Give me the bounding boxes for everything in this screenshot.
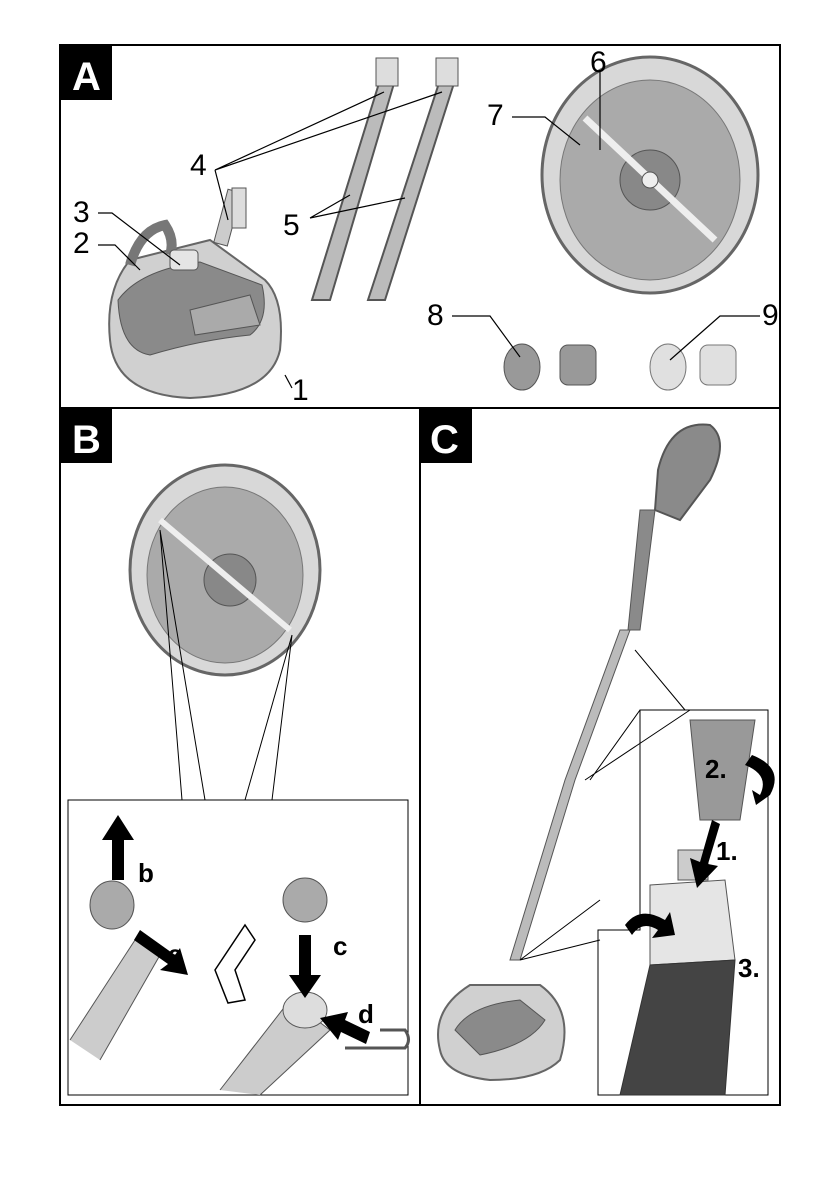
step-1-label: 1. [716,836,738,866]
cleaner-underside-illustration [540,55,760,295]
step-a-label: a [168,939,183,969]
panel-a-badge [60,45,112,100]
direction-arrows [102,815,370,1044]
callout-5: 5 [283,209,300,242]
callout-6: 6 [590,46,607,79]
panel-c-letter: C [430,418,459,462]
arrow-up-icon [102,815,134,880]
assembled-cleaner-illustration [437,423,721,1082]
step-2-label: 2. [705,754,727,784]
callout-8: 8 [427,299,444,332]
panel-c-badge [420,408,472,463]
rotate-arrow-icon [625,912,675,938]
connection-detail [619,719,756,1096]
step-b-label: b [138,858,154,888]
nozzles-illustration [503,343,737,391]
callout-2: 2 [73,227,90,260]
zoom-lines [519,649,769,1096]
arrow-down-icon [690,820,720,888]
callout-7: 7 [487,99,504,132]
rotate-arrow-icon [745,755,775,805]
callout-1: 1 [292,374,309,407]
callout-4: 4 [190,149,207,182]
panel-c: C 2. 1. 3. [420,408,775,1096]
arrow-down-right-icon [134,930,188,975]
panel-b-badge [60,408,112,463]
cleaner-underside-illustration [128,463,322,677]
direction-arrows [625,755,775,938]
callout-3: 3 [73,196,90,229]
step-c-label: c [333,931,347,961]
surface-cleaner-illustration [108,187,282,400]
arrow-left-icon [320,1012,370,1044]
panel-b-letter: B [72,418,101,462]
panel-b: B b a c d [60,408,410,1096]
panel-a: A [60,45,779,407]
zoom-lines [67,529,409,1096]
leader-lines [98,70,760,389]
panel-a-letter: A [72,55,101,99]
step-d-label: d [358,999,374,1029]
nozzle-removal-detail [69,877,410,1096]
arrow-down-icon [289,935,321,998]
extension-tubes-illustration [310,57,459,301]
step-3-label: 3. [738,953,760,983]
callout-numbers: 1 2 3 4 5 6 7 8 9 [73,46,779,407]
callout-9: 9 [762,299,779,332]
